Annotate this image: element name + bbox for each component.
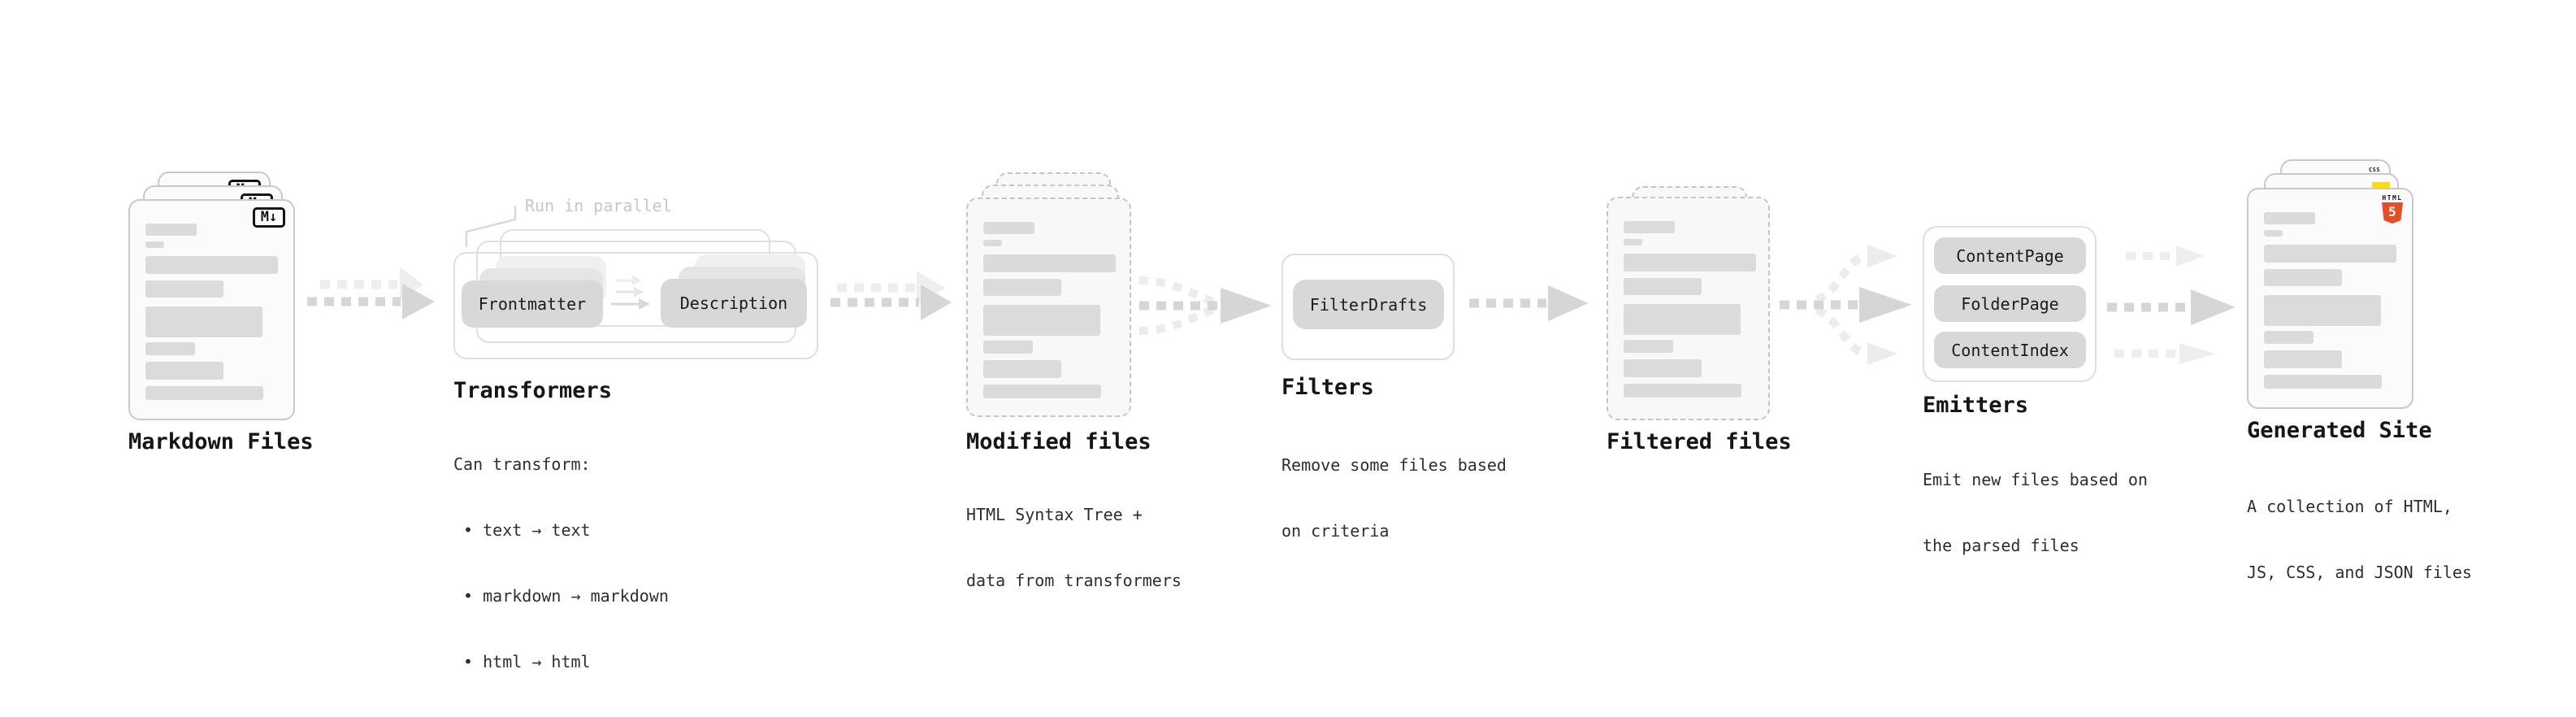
skeleton-line	[2264, 269, 2342, 286]
emitter-contentindex: ContentIndex	[1934, 332, 2086, 368]
skeleton-line	[2264, 230, 2283, 237]
skeleton-line	[145, 224, 197, 236]
skeleton-line	[983, 254, 1116, 272]
skeleton-line	[145, 342, 195, 355]
skeleton-line	[145, 241, 164, 248]
emitter-folderpage: FolderPage	[1934, 285, 2086, 322]
markdown-icon: M↓	[253, 207, 285, 228]
skeleton-line	[1624, 254, 1756, 272]
html5-shield: 5	[2382, 202, 2403, 224]
skeleton-line	[983, 279, 1061, 296]
desc-line: Remove some files based	[1281, 455, 1507, 475]
stage-title-filters: Filters	[1281, 375, 1374, 400]
skeleton-line	[2264, 245, 2396, 263]
skeleton-line	[1624, 340, 1673, 353]
file-card: HTML 5	[2247, 188, 2413, 409]
skeleton-line	[1624, 384, 1741, 398]
transformer-layer-outline	[453, 252, 818, 359]
skeleton-line	[983, 385, 1101, 398]
emitter-contentpage: ContentPage	[1934, 237, 2086, 274]
flow-arrow-markdown-to-transformers	[307, 267, 435, 319]
transformers-description: Can transform: • text → text • markdown …	[453, 410, 669, 717]
skeleton-line	[2264, 375, 2382, 389]
flow-arrow-transformers-to-modified	[830, 272, 952, 320]
skeleton-line	[983, 305, 1100, 336]
file-card: M↓	[128, 199, 295, 420]
skeleton-line	[145, 306, 262, 337]
skeleton-line	[145, 386, 263, 400]
desc-line: • html → html	[453, 652, 591, 671]
desc-line: • text → text	[453, 520, 591, 540]
filter-filterdrafts: FilterDrafts	[1293, 280, 1444, 329]
desc-line: on criteria	[1281, 521, 1390, 541]
skeleton-line	[145, 362, 223, 380]
file-card	[1607, 197, 1770, 420]
generated-site-description: A collection of HTML, JS, CSS, and JSON …	[2247, 452, 2472, 628]
stage-title-markdown-files: Markdown Files	[128, 429, 314, 454]
desc-line: • markdown → markdown	[453, 586, 669, 606]
skeleton-line	[2264, 212, 2315, 224]
filters-description: Remove some files based on criteria	[1281, 411, 1507, 586]
desc-line: data from transformers	[966, 571, 1182, 590]
skeleton-line	[1624, 304, 1741, 335]
flow-arrow-filtered-to-emitters	[1780, 245, 1912, 365]
run-in-parallel-label: Run in parallel	[525, 196, 672, 215]
transformer-description: Description	[661, 279, 807, 328]
skeleton-line	[2264, 331, 2314, 344]
desc-line: JS, CSS, and JSON files	[2247, 563, 2472, 582]
flow-arrow-emitters-to-generated	[2107, 246, 2236, 364]
skeleton-line	[983, 240, 1002, 246]
skeleton-line	[1624, 221, 1675, 233]
skeleton-line	[983, 222, 1034, 234]
html5-icon: HTML 5	[2382, 195, 2403, 224]
desc-line: the parsed files	[1923, 536, 2079, 555]
desc-line: Can transform:	[453, 454, 591, 474]
skeleton-line	[983, 360, 1061, 378]
desc-line: HTML Syntax Tree +	[966, 505, 1143, 524]
stage-title-modified-files: Modified files	[966, 429, 1151, 454]
flow-arrow-modified-to-filters	[1138, 276, 1272, 335]
desc-line: A collection of HTML,	[2247, 497, 2452, 516]
stage-title-generated-site: Generated Site	[2247, 418, 2432, 443]
emitters-panel: ContentPage FolderPage ContentIndex	[1923, 226, 2097, 382]
css-label: CSS	[2368, 167, 2381, 173]
skeleton-line	[1624, 359, 1702, 377]
skeleton-line	[145, 256, 278, 274]
file-card	[966, 198, 1131, 417]
skeleton-line	[2264, 350, 2342, 368]
skeleton-line	[1624, 278, 1702, 295]
emitters-description: Emit new files based on the parsed files	[1923, 425, 2148, 601]
desc-line: Emit new files based on	[1923, 470, 2148, 489]
filters-panel: FilterDrafts	[1281, 254, 1455, 360]
stage-title-emitters: Emitters	[1923, 393, 2029, 418]
stage-title-filtered-files: Filtered files	[1607, 429, 1792, 454]
pipeline-diagram: M↓ M↓ M↓ Markdown Files Frontmatter Desc…	[128, 159, 2472, 671]
stage-title-transformers: Transformers	[453, 378, 613, 403]
skeleton-line	[2264, 295, 2381, 326]
skeleton-line	[145, 280, 223, 298]
html5-word: HTML	[2382, 194, 2403, 202]
parallel-arrows-icon	[611, 276, 650, 310]
flow-arrow-filters-to-filtered	[1469, 285, 1589, 321]
transformer-frontmatter: Frontmatter	[462, 280, 603, 328]
skeleton-line	[983, 341, 1033, 354]
skeleton-line	[1624, 239, 1642, 246]
modified-files-description: HTML Syntax Tree + data from transformer…	[966, 460, 1182, 636]
callout-connector-line	[465, 206, 517, 247]
